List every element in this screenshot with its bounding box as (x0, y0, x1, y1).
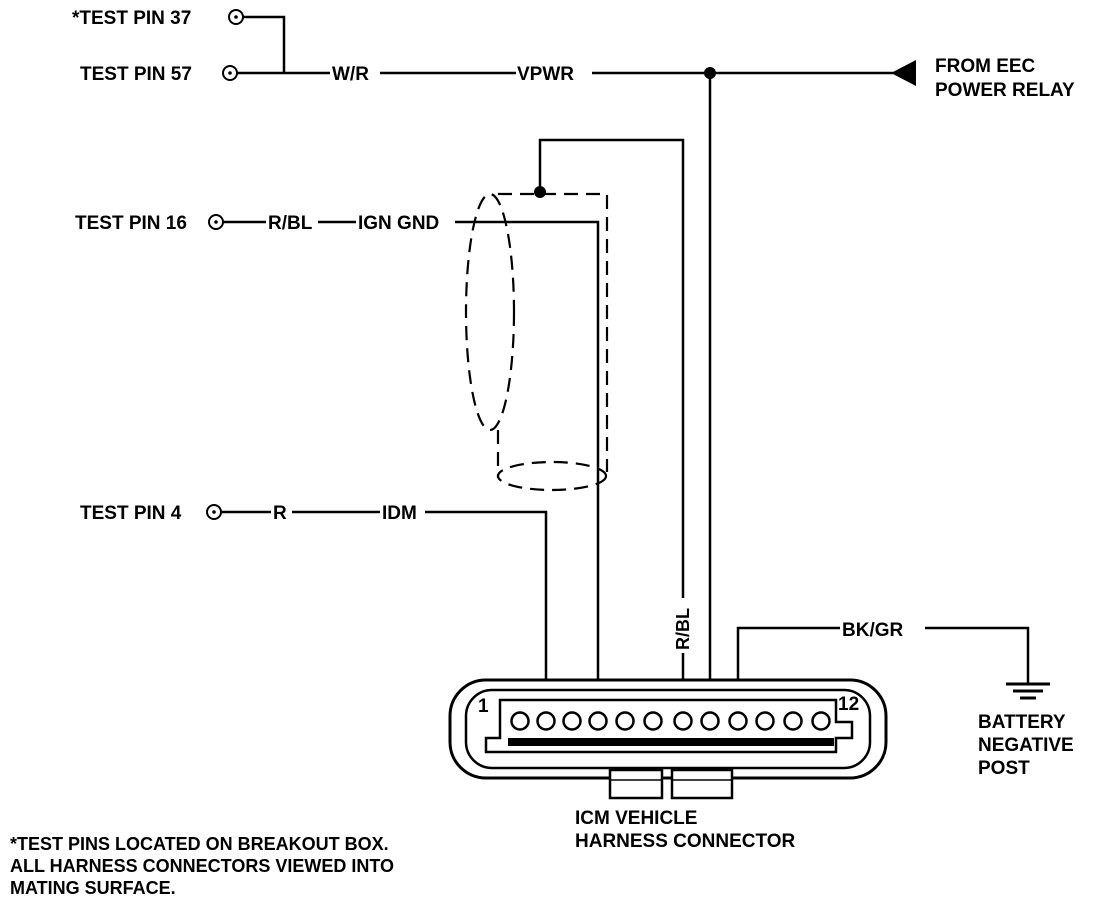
ground-label-line2: NEGATIVE (978, 735, 1074, 756)
test-pin-57-label: TEST PIN 57 (80, 64, 192, 85)
connector-pin-2 (536, 711, 556, 731)
connector-pin-11 (783, 711, 803, 731)
wire-label-idm: IDM (382, 503, 417, 524)
wire-label-r-bl-vertical: R/BL (673, 608, 693, 650)
icm-harness-connector (448, 678, 888, 800)
connector-pin-1 (510, 711, 530, 731)
test-pin-4-terminal-icon (206, 504, 222, 520)
bk-gr-wire-seg2 (925, 626, 1030, 684)
wire-label-r: R (273, 503, 287, 524)
ign-gnd-wire-seg3 (455, 220, 600, 712)
wire-label-bk-gr: BK/GR (842, 620, 904, 641)
power-source-arrow-icon (891, 60, 916, 86)
idm-wire-seg3 (425, 510, 548, 712)
footnote-line2: ALL HARNESS CONNECTORS VIEWED INTO (10, 856, 394, 876)
connector-pin-6 (643, 711, 663, 731)
connector-pin-cavities (510, 711, 831, 731)
connector-pin-3 (562, 711, 582, 731)
connector-pin-12-label: 12 (838, 694, 859, 715)
connector-pin-4 (588, 711, 608, 731)
test-pin-57-terminal-icon (222, 65, 238, 81)
ground-label-line3: POST (978, 758, 1030, 779)
r-bl-drain-wire (538, 138, 685, 598)
wire-label-r-bl-top: R/BL (268, 213, 313, 234)
test-pin-16-label: TEST PIN 16 (75, 213, 187, 234)
connector-pin-5 (615, 711, 635, 731)
pin-37-jumper-wire (243, 15, 286, 73)
footnote-line3: MATING SURFACE. (10, 878, 176, 898)
test-pin-4-label: TEST PIN 4 (80, 503, 182, 524)
test-pin-37-terminal-icon (228, 9, 244, 25)
test-pin-37-label: *TEST PIN 37 (72, 8, 191, 29)
connector-pin-9 (728, 711, 748, 731)
shield-drain-splice-dot (534, 186, 546, 198)
connector-pin-12 (811, 711, 831, 731)
footnote-line1: *TEST PINS LOCATED ON BREAKOUT BOX. (10, 834, 389, 854)
ground-label-line1: BATTERY (978, 712, 1066, 733)
connector-pin-7 (673, 711, 693, 731)
test-pin-16-terminal-icon (208, 214, 224, 230)
connector-pin-1-label: 1 (478, 696, 489, 717)
wire-label-w-r: W/R (332, 64, 369, 85)
wire-label-ign-gnd: IGN GND (358, 213, 439, 234)
power-source-line1: FROM EEC (935, 56, 1036, 77)
connector-title-line2: HARNESS CONNECTOR (575, 831, 796, 852)
connector-pin-8 (700, 711, 720, 731)
ground-symbol-icon (1006, 682, 1050, 700)
twisted-pair-shield (464, 186, 609, 492)
wire-label-vpwr: VPWR (517, 64, 574, 85)
connector-title-line1: ICM VEHICLE (575, 808, 697, 829)
connector-pin-10 (755, 711, 775, 731)
power-source-line2: POWER RELAY (935, 80, 1075, 101)
